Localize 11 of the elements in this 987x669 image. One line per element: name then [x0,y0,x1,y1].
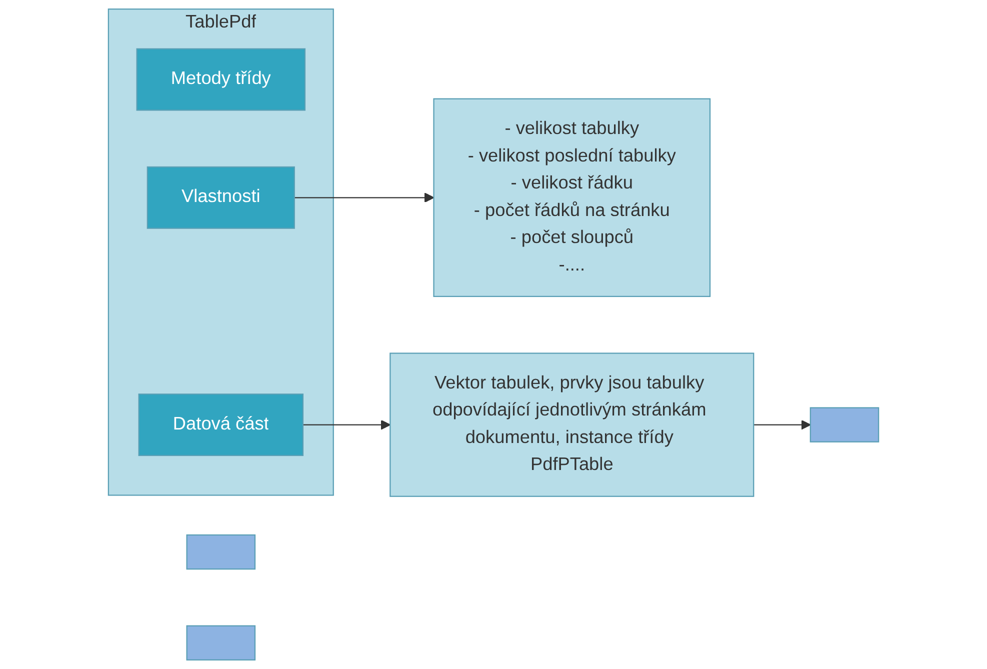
node-box [186,625,256,660]
arrow [754,420,811,430]
node-box: - velikost tabulky - velikost poslední tabulky - velikost řádku - počet řádků na stránku - počet sloupců -.... [433,98,711,298]
node-box: Metody třídy [136,48,306,111]
arrow [302,420,391,430]
node-box [186,534,256,570]
node-box: Vlastnosti [146,166,295,229]
node-box: Datová část [138,394,304,456]
arrow [294,192,434,203]
node-box: Vektor tabulek, prvky jsou tabulky odpovídající jednotlivým stránkám dokumentu, instance třídy PdfPTable [390,352,754,497]
node-box [810,407,880,442]
